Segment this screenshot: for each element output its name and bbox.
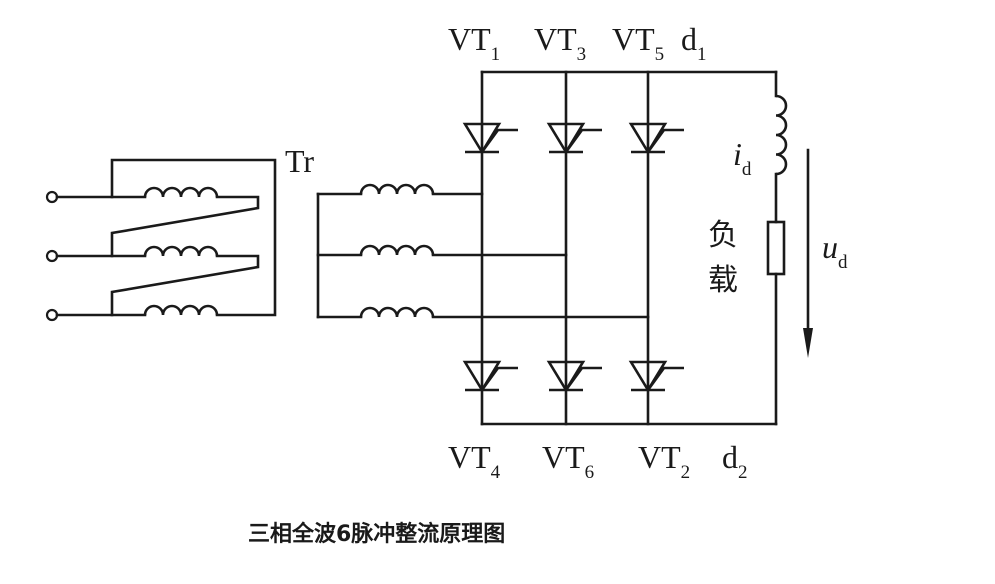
thyristor-vt5 xyxy=(629,122,686,154)
transformer-label: Tr xyxy=(285,143,314,179)
thyristor-vt6 xyxy=(547,360,604,392)
secondary-coil-b xyxy=(359,244,435,256)
label-vt6: VT6 xyxy=(542,439,594,483)
label-load-char-2: 载 xyxy=(708,263,738,298)
thyristor-vt2 xyxy=(629,360,686,392)
primary-coil-a xyxy=(143,186,219,198)
load-resistor xyxy=(766,220,786,276)
label-d1: d1 xyxy=(681,21,707,65)
primary-coil-b xyxy=(143,245,219,257)
primary-coil-c xyxy=(143,304,219,316)
label-current-id: id xyxy=(733,136,752,180)
thyristor-vt4 xyxy=(463,360,520,392)
primary-winding-group xyxy=(45,158,277,322)
thyristor-vt3 xyxy=(547,122,604,154)
secondary-winding-group xyxy=(316,183,650,319)
primary-connection-wiring xyxy=(110,158,277,317)
bridge-wiring xyxy=(480,70,778,426)
diagram-caption: 三相全波6脉冲整流原理图 xyxy=(248,521,505,547)
label-vt5: VT5 xyxy=(612,21,664,65)
label-vt2: VT2 xyxy=(638,439,690,483)
secondary-coil-c xyxy=(359,306,435,318)
smoothing-inductor xyxy=(775,94,788,176)
voltage-arrow-head xyxy=(803,328,813,358)
label-vt3: VT3 xyxy=(534,21,586,65)
label-vt4: VT4 xyxy=(448,439,501,483)
label-d2: d2 xyxy=(722,439,748,483)
input-terminal-c xyxy=(45,308,59,322)
secondary-coil-a xyxy=(359,183,435,195)
thyristor-vt1 xyxy=(463,122,520,154)
label-voltage-ud: ud xyxy=(822,229,848,273)
label-vt1: VT1 xyxy=(448,21,500,65)
input-terminal-a xyxy=(45,190,59,204)
input-terminal-b xyxy=(45,249,59,263)
label-load-char-1: 负 xyxy=(708,218,738,253)
